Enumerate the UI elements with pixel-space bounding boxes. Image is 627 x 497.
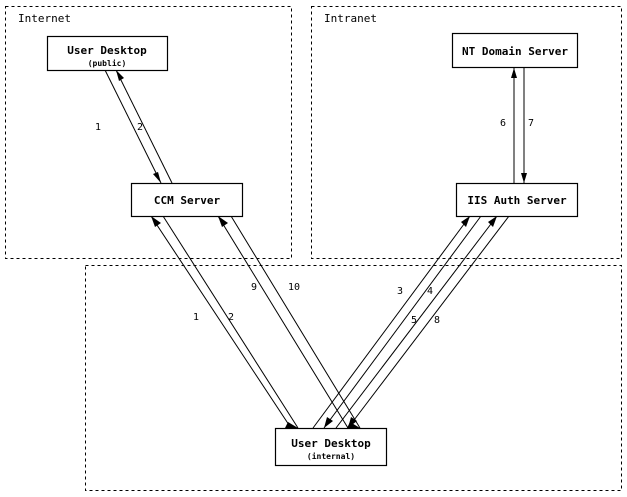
node-user-desktop-internal-title: User Desktop (291, 437, 371, 450)
flow-line-5-up (335, 215, 498, 429)
node-nt-domain-server-title: NT Domain Server (462, 45, 568, 58)
flow-arrow-6-up (511, 68, 517, 78)
flow-arrow-1-internal-out (151, 216, 161, 227)
flow-arrow-2-internal-in (285, 422, 298, 428)
flow-label-3: 3 (397, 286, 403, 297)
flow-arrow-5-up (488, 216, 497, 227)
flow-line-10-down (230, 215, 361, 429)
flow-label-group: 1 2 6 7 9 10 3 4 5 8 1 2 (95, 118, 534, 326)
flow-line-3-up (312, 215, 471, 429)
zone-internal-group (85, 265, 622, 491)
flow-label-10: 10 (288, 282, 300, 293)
flow-arrow-7-down (521, 173, 527, 183)
flow-label-6: 6 (500, 118, 506, 129)
node-nt-domain-server[interactable]: NT Domain Server (451, 32, 579, 69)
flow-label-4: 4 (427, 286, 433, 297)
flow-arrow-2-public-in (116, 70, 124, 81)
flow-label-2-internal: 2 (228, 312, 234, 323)
flow-line-1-internal-out (150, 215, 292, 429)
zone-intranet-label: Intranet (324, 12, 377, 25)
node-user-desktop-public-box[interactable] (46, 35, 169, 72)
zone-internet-group: Internet (5, 6, 292, 259)
flow-label-7: 7 (528, 118, 534, 129)
node-ccm-server-box[interactable] (130, 182, 244, 218)
flow-line-2-public-in (115, 69, 173, 184)
zone-internal-border (85, 265, 622, 491)
connection-iis-nt-domain (511, 68, 527, 183)
flow-line-9-up (217, 215, 349, 429)
flow-label-5: 5 (411, 315, 417, 326)
flow-label-1-public: 1 (95, 122, 101, 133)
node-user-desktop-public-subtitle: (public) (88, 58, 127, 68)
node-iis-auth-server-box[interactable] (455, 182, 579, 218)
flow-line-4-down (323, 215, 482, 429)
flow-label-1-internal: 1 (193, 312, 199, 323)
zone-internet-label: Internet (18, 12, 71, 25)
node-nt-domain-server-box[interactable] (451, 32, 579, 69)
node-iis-auth-server-title: IIS Auth Server (467, 194, 567, 207)
node-user-desktop-public[interactable]: User Desktop (public) (46, 35, 169, 72)
node-ccm-server-title: CCM Server (154, 194, 221, 207)
flow-label-8: 8 (434, 315, 440, 326)
zone-internet-border (5, 6, 292, 259)
node-user-desktop-internal-box[interactable] (274, 427, 388, 467)
connection-public-desktop-ccm (104, 69, 173, 184)
zone-intranet-border (311, 6, 622, 259)
connection-internal-desktop-iis-58 (335, 215, 510, 429)
connection-internal-desktop-iis-34 (312, 215, 482, 429)
node-ccm-server[interactable]: CCM Server (130, 182, 244, 218)
flow-line-8-down (347, 215, 510, 429)
flow-arrow-8-down (348, 417, 357, 428)
node-user-desktop-internal-subtitle: (internal) (307, 451, 355, 461)
flow-label-9: 9 (251, 282, 257, 293)
flow-label-2-public: 2 (137, 122, 143, 133)
zone-intranet-group: Intranet (311, 6, 622, 259)
node-iis-auth-server[interactable]: IIS Auth Server (455, 182, 579, 218)
flow-arrow-3-up (461, 216, 470, 227)
flow-line-1-public-out (104, 69, 162, 184)
flow-arrow-9-up (218, 216, 228, 227)
node-user-desktop-public-title: User Desktop (67, 44, 147, 57)
connection-internal-desktop-ccm-910 (217, 215, 361, 429)
flow-arrow-4-down (324, 417, 333, 428)
node-user-desktop-internal[interactable]: User Desktop (internal) (274, 427, 388, 467)
connection-internal-desktop-ccm-12 (150, 215, 299, 429)
flow-arrow-1-public-out (153, 172, 161, 183)
flow-line-2-internal-in (162, 215, 299, 429)
